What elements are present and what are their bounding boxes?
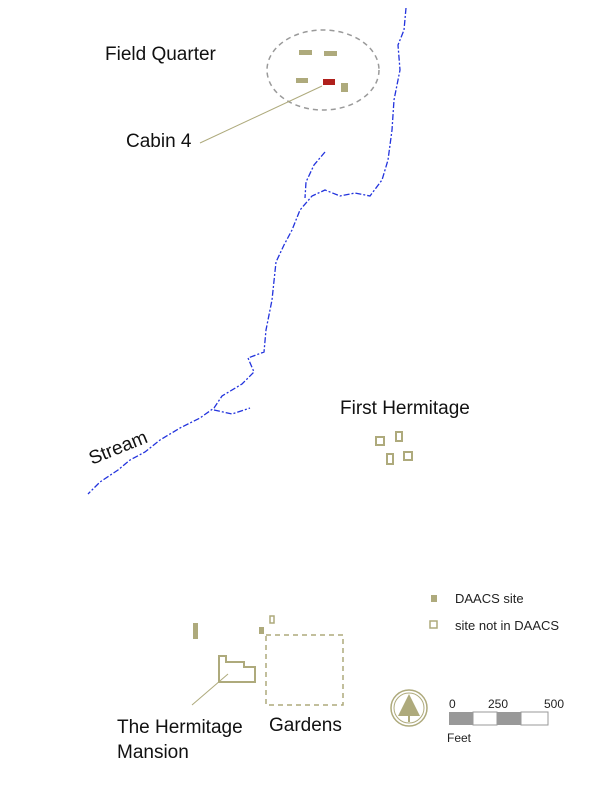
stream-branch — [213, 407, 251, 415]
cabin4-leader — [199, 85, 323, 144]
mansion-outline[interactable] — [218, 655, 256, 683]
cabin4-site[interactable] — [323, 79, 335, 85]
stream-branch — [304, 151, 326, 199]
non-daacs-site[interactable] — [375, 436, 385, 446]
daacs-site[interactable] — [324, 51, 337, 56]
scale-bar — [449, 711, 549, 726]
stream-line — [87, 7, 407, 495]
daacs-site[interactable] — [259, 627, 264, 634]
scale-tick-500: 500 — [544, 697, 565, 711]
label-first-hermitage: First Hermitage — [340, 398, 470, 419]
daacs-site[interactable] — [296, 78, 308, 83]
label-mansion-line2: Mansion — [117, 742, 189, 763]
legend-daacs-label: DAACS site — [455, 591, 524, 606]
non-daacs-site[interactable] — [403, 451, 413, 461]
north-arrow-icon — [390, 689, 428, 727]
legend-non-daacs-symbol — [429, 620, 438, 629]
field-quarter-boundary[interactable] — [266, 29, 380, 111]
label-field-quarter: Field Quarter — [105, 44, 216, 65]
legend-non-daacs-label: site not in DAACS — [455, 618, 560, 633]
scale-tick-250: 250 — [488, 697, 509, 711]
daacs-site[interactable] — [341, 83, 348, 92]
non-daacs-site[interactable] — [269, 615, 275, 624]
mansion-leader — [191, 673, 229, 706]
daacs-site[interactable] — [299, 50, 312, 55]
daacs-site[interactable] — [193, 623, 198, 639]
legend-daacs-symbol — [431, 595, 437, 602]
non-daacs-site[interactable] — [395, 431, 403, 442]
label-gardens: Gardens — [269, 715, 342, 736]
label-mansion-line1: The Hermitage — [117, 717, 243, 738]
gardens-boundary[interactable] — [265, 634, 344, 706]
scale-tick-0: 0 — [449, 697, 456, 711]
scale-unit: Feet — [447, 731, 472, 745]
label-cabin4: Cabin 4 — [126, 131, 192, 152]
non-daacs-site[interactable] — [386, 453, 394, 465]
